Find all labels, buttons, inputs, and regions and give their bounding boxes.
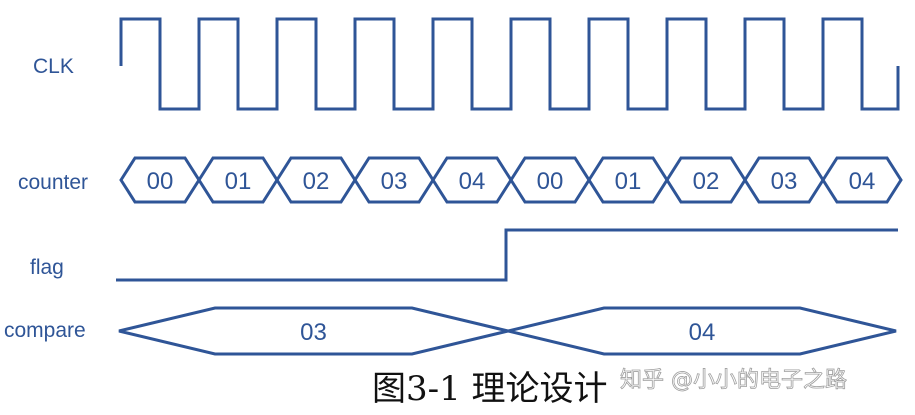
- counter-value: 01: [615, 168, 642, 195]
- compare-segment: [507, 306, 897, 356]
- counter-value: 04: [849, 168, 876, 195]
- compare-value: 03: [300, 319, 327, 346]
- counter-value: 03: [771, 168, 798, 195]
- counter-value: 00: [537, 168, 564, 195]
- clk-waveform: [119, 17, 900, 111]
- counter-segment: [821, 156, 903, 204]
- counter-label: counter: [18, 171, 88, 194]
- counter-value: 02: [693, 168, 720, 195]
- counter-value: 01: [225, 168, 252, 195]
- flag-label: flag: [30, 256, 64, 279]
- clk-label: CLK: [33, 55, 74, 78]
- counter-value: 03: [381, 168, 408, 195]
- figure-caption: 图3-1 理论设计: [372, 369, 608, 409]
- compare-label: compare: [4, 319, 86, 342]
- counter-value: 02: [303, 168, 330, 195]
- watermark-text: 知乎 @小小的电子之路: [620, 368, 847, 393]
- compare-bus: 03 04: [118, 306, 897, 356]
- compare-value: 04: [689, 319, 716, 346]
- flag-waveform: [116, 228, 898, 282]
- counter-bus: 00 01 02 03 04 00 01 02 03 04: [119, 156, 903, 204]
- counter-value: 04: [459, 168, 486, 195]
- counter-value: 00: [147, 168, 174, 195]
